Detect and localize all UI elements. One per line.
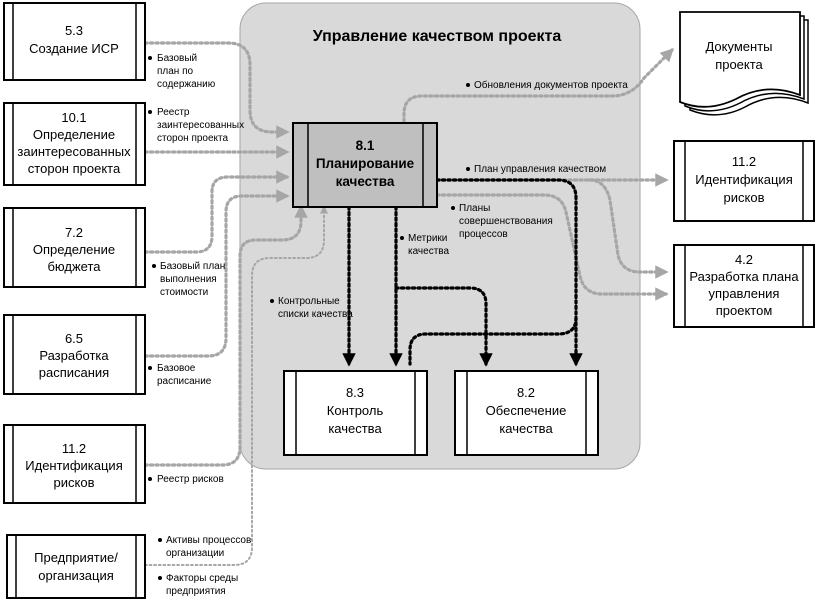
label-stakeholder-register: Реестр заинтересованных сторон проекта (148, 107, 244, 144)
box-schedule-num: 6.5 (65, 331, 83, 346)
box-quality-assurance-line2: качества (499, 421, 553, 436)
box-risks-output[interactable]: 11.2 Идентификация рисков (673, 140, 815, 222)
box-quality-control-line2: качества (328, 421, 382, 436)
box-budget-num: 7.2 (65, 225, 83, 240)
svg-text:Активы процессов: Активы процессов (166, 535, 251, 546)
svg-text:списки качества: списки качества (278, 309, 353, 320)
svg-text:предприятия: предприятия (166, 586, 226, 597)
flow-improvement-plans-to-pm (435, 193, 669, 301)
label-quality-plan: План управления качеством (466, 164, 606, 175)
label-risk-register: Реестр рисков (148, 474, 224, 485)
box-schedule-line2: расписания (39, 365, 109, 380)
svg-text:Планы: Планы (459, 203, 490, 214)
box-risks-input-line1: Идентификация (25, 458, 122, 473)
region-title: Управление качеством проекта (313, 28, 562, 45)
box-quality-control[interactable]: 8.3 Контроль качества (283, 370, 428, 456)
box-pm-plan[interactable]: 4.2 Разработка плана управления проектом (673, 244, 815, 328)
box-wbs[interactable]: 5.3 Создание ИСР (3, 2, 146, 81)
box-pm-plan-line3: проектом (716, 303, 773, 318)
svg-text:качества: качества (408, 246, 449, 257)
box-stakeholders[interactable]: 10.1 Определение заинтересованных сторон… (3, 102, 146, 186)
flow-doc-updates (402, 48, 674, 123)
box-quality-assurance[interactable]: 8.2 Обеспечение качества (454, 370, 599, 456)
box-budget-line2: бюджета (47, 259, 101, 274)
box-quality-control-num: 8.3 (346, 385, 364, 400)
box-risks-output-num: 11.2 (732, 154, 756, 169)
svg-text:выполнения: выполнения (160, 274, 217, 285)
flow-cost-baseline (143, 170, 290, 254)
box-quality-assurance-line1: Обеспечение (486, 403, 567, 418)
svg-text:процессов: процессов (459, 229, 508, 240)
svg-text:содержанию: содержанию (157, 79, 216, 90)
box-quality-planning-num: 8.1 (356, 138, 375, 153)
flow-quality-plan (435, 178, 583, 367)
flow-metrics-to-assurance (394, 286, 493, 367)
documents-sheet-front (679, 11, 801, 108)
label-org-assets: Активы процессов организации (158, 535, 251, 559)
svg-text:стоимости: стоимости (160, 287, 208, 298)
box-quality-planning-line1: Планирование (316, 156, 415, 171)
box-quality-planning-line2: качества (336, 174, 395, 189)
box-enterprise-line1: Предприятие/ (34, 550, 118, 565)
box-stakeholders-line2: заинтересованных (17, 144, 131, 159)
svg-text:Базовый: Базовый (157, 53, 197, 64)
label-doc-updates: Обновления документов проекта (466, 79, 628, 91)
svg-text:сторон проекта: сторон проекта (157, 133, 229, 144)
svg-text:Базовое: Базовое (157, 363, 196, 374)
svg-text:Базовый план: Базовый план (160, 261, 225, 272)
svg-text:Контрольные: Контрольные (278, 296, 340, 307)
box-quality-planning[interactable]: 8.1 Планирование качества (292, 122, 438, 208)
svg-text:план по: план по (157, 66, 194, 77)
box-enterprise-line2: организация (38, 568, 114, 583)
svg-text:Метрики: Метрики (408, 233, 447, 244)
label-scope-baseline: Базовый план по содержанию (148, 53, 216, 90)
box-stakeholders-line3: сторон проекта (28, 161, 121, 176)
box-risks-input-num: 11.2 (62, 441, 86, 456)
flow-quality-plan-to-control (408, 316, 578, 366)
box-enterprise[interactable]: Предприятие/ организация (6, 534, 146, 599)
box-quality-assurance-num: 8.2 (517, 385, 535, 400)
flow-risk-register (143, 204, 308, 467)
label-quality-metrics: Метрики качества (400, 233, 449, 257)
box-wbs-num: 5.3 (65, 23, 83, 38)
flow-enterprise (144, 205, 329, 566)
svg-text:Обновления документов проекта: Обновления документов проекта (474, 79, 628, 91)
svg-text:План управления качеством: План управления качеством (474, 164, 606, 175)
flow-quality-plan-to-pm (588, 178, 669, 279)
box-project-documents[interactable]: Документы проекта (679, 11, 809, 116)
box-risks-input[interactable]: 11.2 Идентификация рисков (3, 424, 146, 504)
box-pm-plan-line2: управления (709, 286, 780, 301)
flow-schedule-baseline (143, 189, 290, 358)
box-quality-control-line1: Контроль (327, 403, 384, 418)
box-risks-output-line1: Идентификация (695, 172, 792, 187)
label-cost-baseline: Базовый план выполнения стоимости (152, 261, 225, 298)
svg-text:организации: организации (166, 548, 224, 559)
box-wbs-title: Создание ИСР (29, 41, 119, 56)
box-schedule-line1: Разработка (39, 348, 109, 363)
svg-text:совершенствования: совершенствования (459, 216, 553, 227)
box-stakeholders-num: 10.1 (61, 110, 86, 125)
svg-text:Реестр: Реестр (157, 107, 190, 118)
box-risks-input-line2: рисков (54, 475, 95, 490)
flow-scope-baseline (143, 41, 290, 139)
box-project-documents-line1: Документы (705, 39, 772, 54)
box-risks-output-line2: рисков (724, 190, 765, 205)
box-pm-plan-num: 4.2 (735, 252, 753, 267)
box-project-documents-line2: проекта (715, 57, 763, 72)
box-budget-line1: Определение (33, 242, 115, 257)
quality-management-region (239, 2, 641, 470)
box-stakeholders-line1: Определение (33, 127, 115, 142)
box-pm-plan-line1: Разработка плана (689, 269, 799, 284)
box-schedule[interactable]: 6.5 Разработка расписания (3, 314, 146, 395)
label-schedule-baseline: Базовое расписание (148, 363, 212, 387)
svg-text:заинтересованных: заинтересованных (157, 120, 244, 131)
svg-text:Факторы среды: Факторы среды (166, 573, 238, 584)
svg-text:Реестр рисков: Реестр рисков (157, 474, 224, 485)
label-checklists: Контрольные списки качества (270, 296, 353, 320)
svg-text:расписание: расписание (157, 376, 212, 387)
label-improvement-plans: Планы совершенствования процессов (451, 203, 553, 240)
label-env-factors: Факторы среды предприятия (158, 573, 238, 597)
box-budget[interactable]: 7.2 Определение бюджета (3, 207, 146, 288)
